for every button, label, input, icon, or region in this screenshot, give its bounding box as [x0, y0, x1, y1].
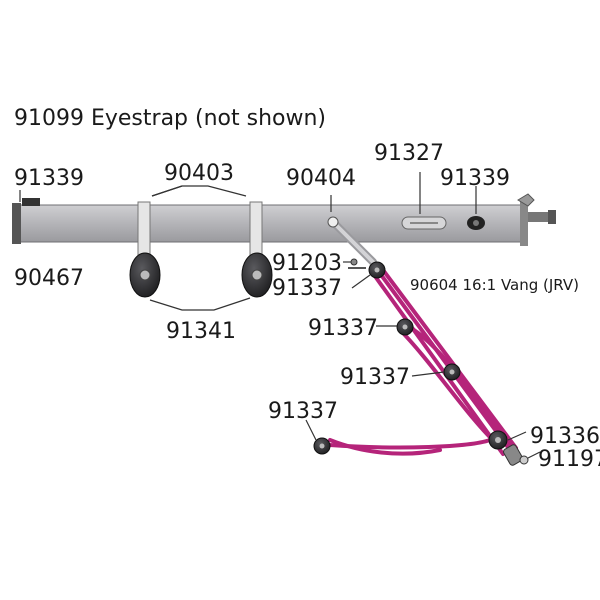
label-91337-b: 91337 — [308, 316, 378, 341]
label-90467: 90467 — [14, 266, 84, 291]
label-91327: 91327 — [374, 141, 444, 166]
shackle-icon — [517, 193, 535, 207]
title-text: 91099 Eyestrap (not shown) — [14, 106, 326, 131]
label-91337-a: 91337 — [272, 276, 342, 301]
label-90403: 90403 — [164, 161, 234, 186]
strap-block-left — [129, 201, 161, 298]
label-90404: 90404 — [286, 166, 356, 191]
vang-bail-90404 — [327, 216, 377, 266]
boom-end-cap-right — [520, 201, 528, 246]
vang-block-2 — [396, 318, 414, 336]
lead-block-91337 — [313, 437, 331, 455]
strap-block-right — [241, 201, 273, 298]
label-91203: 91203 — [272, 251, 342, 276]
leader-lines — [19, 172, 541, 459]
end-fitting-left — [22, 198, 40, 206]
label-91339-left: 91339 — [14, 166, 84, 191]
label-90604-vang: 90604 16:1 Vang (JRV) — [410, 276, 579, 294]
label-91197: 91197 — [538, 447, 600, 472]
label-91339-right: 91339 — [440, 166, 510, 191]
label-91336: 91336 — [530, 424, 600, 449]
vang-tackle — [328, 264, 518, 456]
vang-block-top — [368, 261, 386, 279]
vang-block-3 — [443, 363, 461, 381]
pin-91203 — [350, 258, 358, 266]
gooseneck-fitting — [528, 212, 550, 222]
label-91337-d: 91337 — [268, 399, 338, 424]
label-91337-c: 91337 — [340, 365, 410, 390]
vang-block-bottom — [488, 430, 529, 466]
boom — [12, 193, 556, 246]
boom-end-cap-left — [12, 203, 21, 244]
label-91341: 91341 — [166, 319, 236, 344]
